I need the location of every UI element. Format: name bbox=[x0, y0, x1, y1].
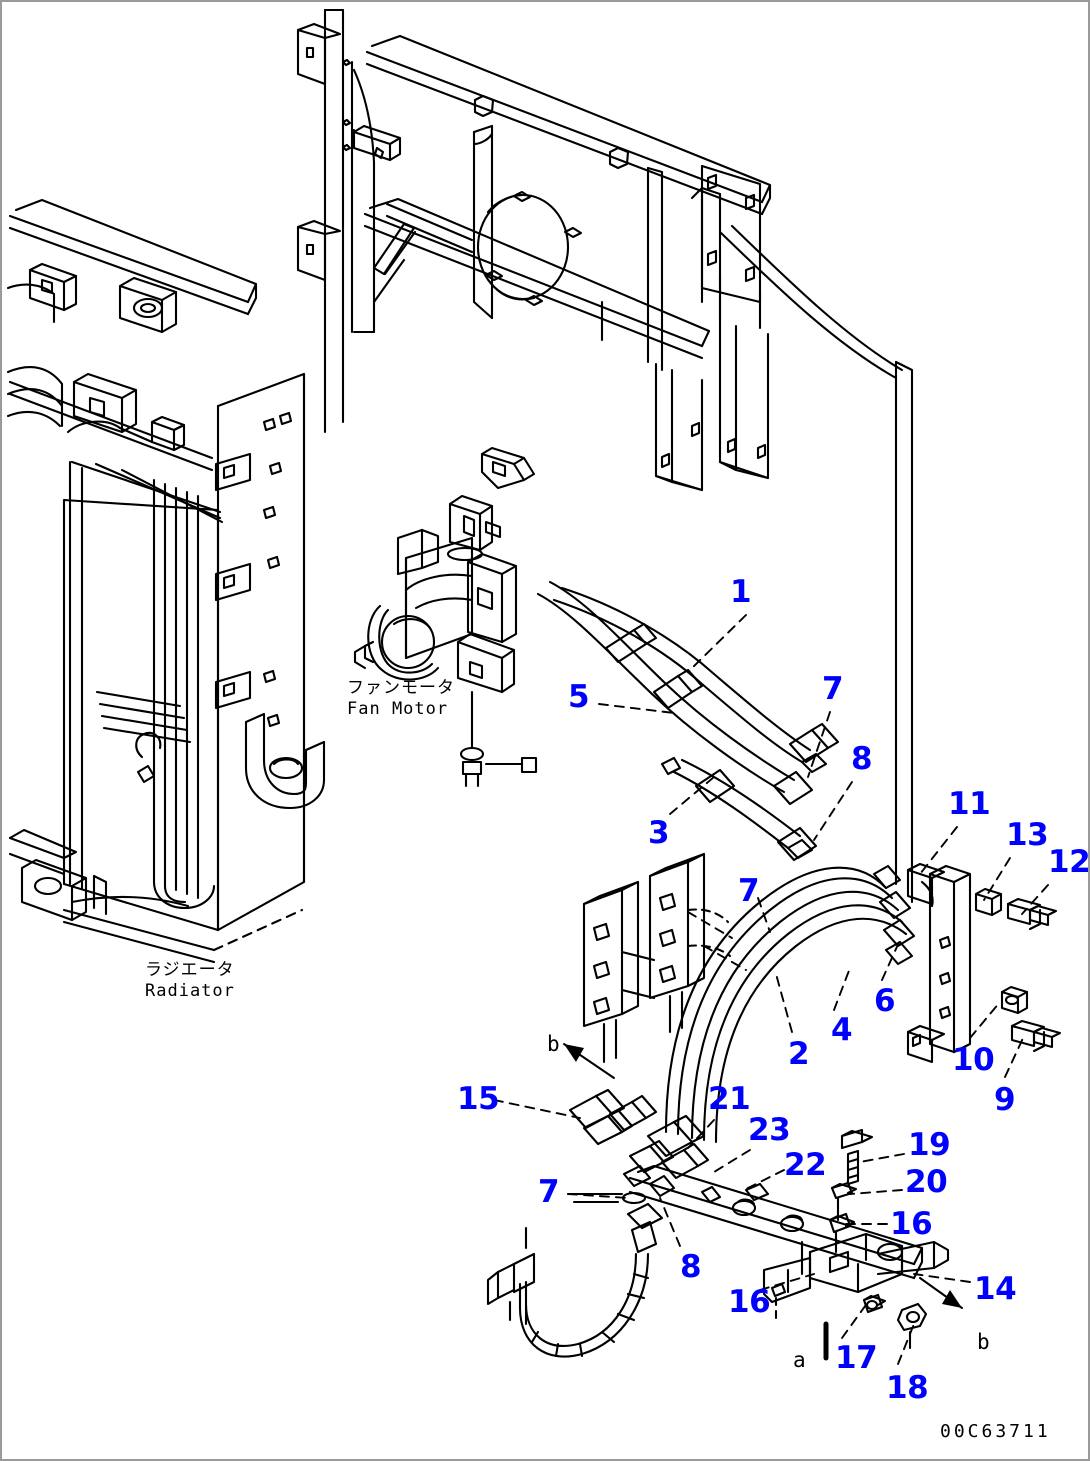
callout-17[interactable]: 17 bbox=[835, 1340, 878, 1376]
fan-motor-label-en: Fan Motor bbox=[347, 699, 449, 720]
callout-7[interactable]: 7 bbox=[538, 1174, 560, 1210]
section-mark-b-lower: b bbox=[977, 1330, 990, 1354]
radiator-label-jp: ラジエータ bbox=[145, 960, 235, 980]
mount-bracket-right bbox=[906, 862, 1062, 1064]
callout-18[interactable]: 18 bbox=[886, 1370, 929, 1406]
callout-8[interactable]: 8 bbox=[851, 741, 873, 777]
callout-11[interactable]: 11 bbox=[948, 786, 991, 822]
callout-12[interactable]: 12 bbox=[1048, 844, 1090, 880]
section-mark-a-lower: a bbox=[793, 1348, 806, 1372]
callout-7[interactable]: 7 bbox=[822, 671, 844, 707]
callout-13[interactable]: 13 bbox=[1006, 817, 1049, 853]
leader-lines bbox=[493, 614, 1049, 1365]
hose-bundle bbox=[536, 580, 916, 1144]
upper-frame-group bbox=[296, 8, 904, 492]
callout-19[interactable]: 19 bbox=[908, 1127, 951, 1163]
callout-4[interactable]: 4 bbox=[831, 1012, 853, 1048]
callout-10[interactable]: 10 bbox=[952, 1042, 995, 1078]
callout-1[interactable]: 1 bbox=[730, 574, 752, 610]
callout-7[interactable]: 7 bbox=[738, 873, 760, 909]
callout-21[interactable]: 21 bbox=[708, 1081, 751, 1117]
callout-20[interactable]: 20 bbox=[905, 1164, 948, 1200]
radiator-assembly bbox=[6, 198, 326, 964]
callout-15[interactable]: 15 bbox=[457, 1081, 500, 1117]
callout-16[interactable]: 16 bbox=[890, 1206, 933, 1242]
callout-23[interactable]: 23 bbox=[748, 1112, 791, 1148]
right-wall-edge bbox=[894, 360, 914, 904]
callout-2[interactable]: 2 bbox=[788, 1036, 810, 1072]
fan-motor-label-jp: ファンモータ bbox=[347, 678, 455, 698]
radiator-label-en: Radiator bbox=[145, 981, 235, 1002]
drawing-number: 00C63711 bbox=[940, 1421, 1051, 1442]
callout-14[interactable]: 14 bbox=[974, 1271, 1017, 1307]
callout-22[interactable]: 22 bbox=[784, 1147, 827, 1183]
section-mark-b-upper: b bbox=[547, 1032, 560, 1056]
fan-motor-assembly bbox=[353, 446, 538, 788]
callout-8[interactable]: 8 bbox=[680, 1249, 702, 1285]
callout-3[interactable]: 3 bbox=[648, 815, 670, 851]
callout-5[interactable]: 5 bbox=[568, 679, 590, 715]
callout-16[interactable]: 16 bbox=[728, 1284, 771, 1320]
callout-6[interactable]: 6 bbox=[874, 983, 896, 1019]
hose-clamp-plates bbox=[582, 852, 732, 1064]
callout-9[interactable]: 9 bbox=[994, 1082, 1016, 1118]
